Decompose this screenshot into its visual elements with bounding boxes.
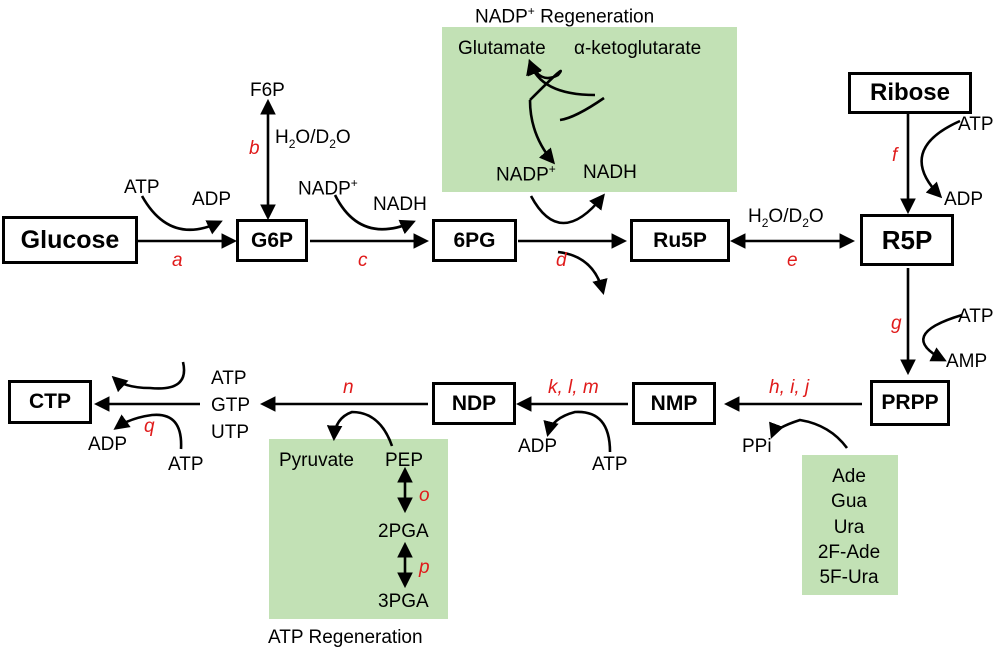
nadp-regeneration-title: NADP+ Regeneration bbox=[475, 4, 655, 28]
atp-g-label: ATP bbox=[958, 306, 994, 327]
enzyme-b: b bbox=[249, 138, 260, 159]
node-ndp: NDP bbox=[432, 382, 516, 425]
nadp-label: NADP+ bbox=[496, 162, 556, 186]
enzyme-hij: h, i, j bbox=[769, 377, 810, 398]
base-2f-ade: 2F-Ade bbox=[817, 542, 881, 563]
adp-klm-label: ADP bbox=[518, 436, 558, 457]
base-5f-ura: 5F-Ura bbox=[819, 567, 879, 588]
pep-label: PEP bbox=[385, 450, 424, 471]
amp-g-label: AMP bbox=[946, 351, 988, 372]
enzyme-p: p bbox=[419, 557, 430, 578]
curve-klm bbox=[543, 410, 612, 453]
curve-q-bot bbox=[113, 413, 183, 450]
curve-hij bbox=[769, 418, 849, 449]
curve-nadp-up bbox=[527, 59, 563, 101]
atp-klm-label: ATP bbox=[592, 454, 628, 475]
node-r5p: R5P bbox=[860, 214, 954, 266]
nadh-c-label: NADH bbox=[373, 194, 427, 215]
base-ura: Ura bbox=[833, 517, 865, 538]
curve-c bbox=[333, 194, 416, 235]
curve-d-out bbox=[557, 250, 608, 296]
adp-a-label: ADP bbox=[192, 189, 232, 210]
curve-d-in bbox=[529, 193, 605, 225]
nadp-c-label: NADP+ bbox=[298, 176, 358, 200]
bases-region bbox=[802, 455, 898, 595]
base-ade: Ade bbox=[832, 466, 866, 487]
ppi-label: PPi bbox=[742, 436, 772, 457]
h2o-e-label: H2O/D2O bbox=[748, 206, 824, 230]
enzyme-q: q bbox=[144, 416, 155, 437]
node-glucose: Glucose bbox=[2, 216, 138, 264]
glutamate-label: Glutamate bbox=[458, 38, 546, 59]
adp-f-label: ADP bbox=[944, 189, 984, 210]
node-6pg: 6PG bbox=[432, 219, 517, 262]
atp-regeneration-region bbox=[269, 439, 448, 619]
akg-label: α-ketoglutarate bbox=[574, 38, 702, 59]
curve-n bbox=[326, 410, 394, 447]
curve-nadp-down bbox=[528, 99, 556, 165]
enzyme-n: n bbox=[343, 377, 354, 398]
atp-a-label: ATP bbox=[124, 177, 160, 198]
curve-nadp-akg bbox=[526, 59, 596, 97]
f6p-label: F6P bbox=[250, 80, 285, 101]
curve-nadp-akg2 bbox=[559, 96, 605, 122]
enzyme-c: c bbox=[358, 250, 368, 271]
nadh-label: NADH bbox=[583, 162, 637, 183]
curve-a bbox=[140, 195, 223, 235]
enzyme-g: g bbox=[891, 313, 902, 334]
atp-q-label: ATP bbox=[168, 454, 204, 475]
node-nmp: NMP bbox=[632, 382, 716, 425]
node-prpp: PRPP bbox=[870, 380, 950, 426]
node-g6p: G6P bbox=[236, 219, 308, 262]
node-ribose: Ribose bbox=[848, 72, 972, 114]
atp-regeneration-title: ATP Regeneration bbox=[268, 627, 423, 648]
curve-q-top bbox=[111, 361, 186, 393]
nadp-regeneration-region bbox=[442, 27, 737, 192]
curve-f bbox=[920, 119, 961, 199]
gtp-n-label: GTP bbox=[211, 395, 251, 416]
base-gua: Gua bbox=[831, 491, 867, 512]
enzyme-e: e bbox=[787, 250, 798, 271]
enzyme-o: o bbox=[419, 485, 430, 506]
enzyme-d: d bbox=[556, 250, 567, 271]
atp-n-label: ATP bbox=[211, 368, 247, 389]
3pga-label: 3PGA bbox=[378, 591, 429, 612]
enzyme-klm: k, l, m bbox=[548, 377, 599, 398]
curve-g bbox=[922, 313, 963, 362]
pyruvate-label: Pyruvate bbox=[279, 450, 354, 471]
utp-n-label: UTP bbox=[211, 422, 249, 443]
enzyme-a: a bbox=[172, 250, 183, 271]
atp-f-label: ATP bbox=[958, 114, 994, 135]
node-ru5p: Ru5P bbox=[630, 219, 730, 262]
h2o-b-label: H2O/D2O bbox=[275, 127, 351, 151]
adp-q-label: ADP bbox=[88, 434, 128, 455]
2pga-label: 2PGA bbox=[378, 521, 429, 542]
node-ctp: CTP bbox=[8, 380, 92, 424]
enzyme-f: f bbox=[892, 145, 898, 166]
